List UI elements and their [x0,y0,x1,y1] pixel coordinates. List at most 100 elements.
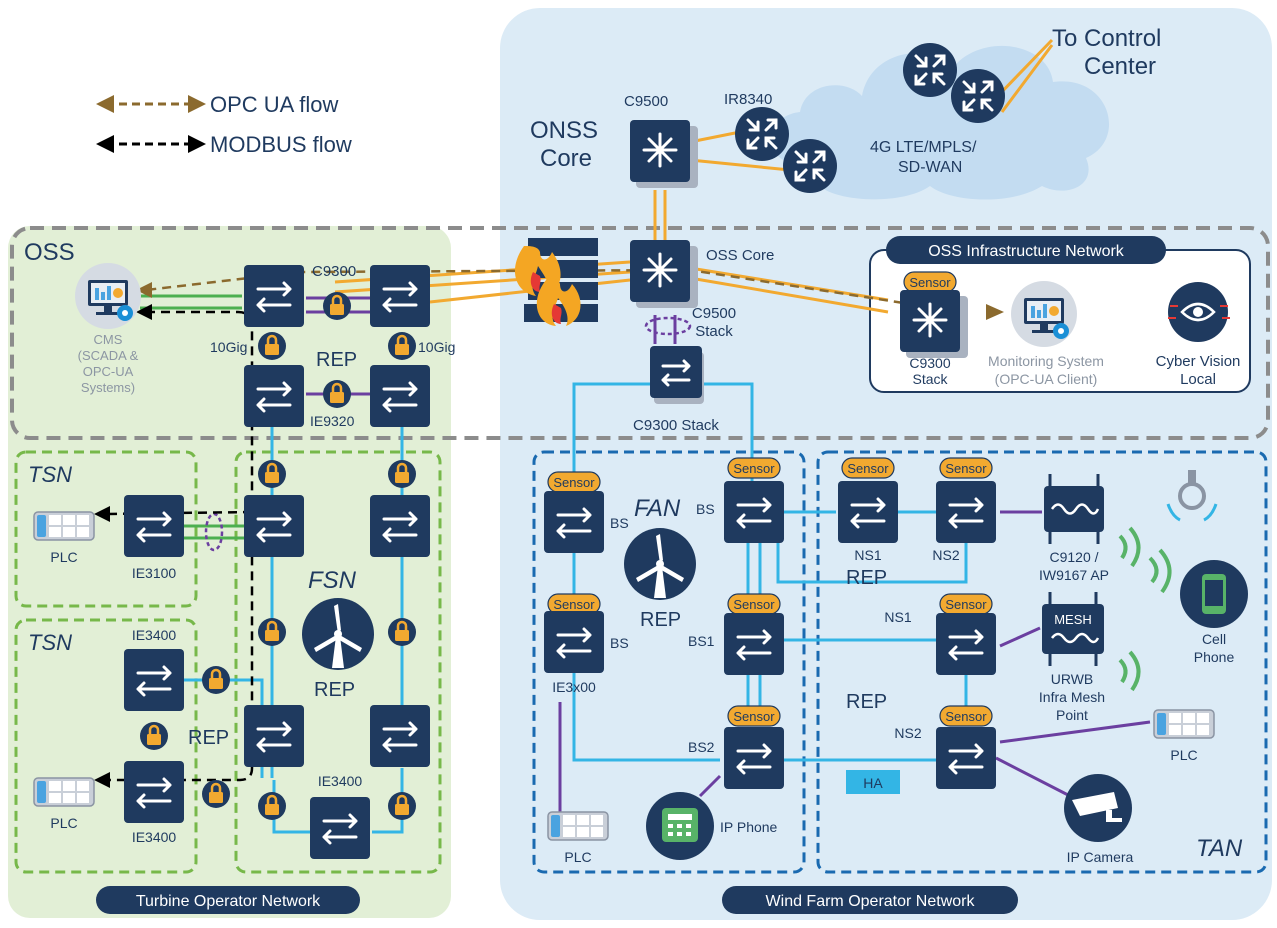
c9300-stack-label: C9300 Stack [633,417,719,434]
fsn-ie3400-label: IE3400 [318,773,363,789]
tsn-lag-ellipse [204,512,224,552]
fan-sensor-label-1: Sensor [553,475,595,490]
ie3x00-label: IE3x00 [552,679,596,695]
tsn2-plc-label: PLC [50,815,77,831]
modbus-arrow-plc1 [94,506,110,522]
fan-bs-switch-mid-left[interactable] [542,609,606,675]
fan-turbine-icon [624,528,696,600]
fan-bs-mid-left-label: BS [610,635,629,651]
tsn2-ie3400-switch-bottom[interactable] [122,759,186,825]
oss-core-switch[interactable] [628,238,700,310]
monitoring-system-icon[interactable] [1011,281,1077,347]
c9300-stack-switch[interactable] [648,344,706,406]
gig-right-label: 10Gig [418,339,455,355]
fsn-lock-top-left [256,458,288,490]
fsn-lock-mid-left [256,616,288,648]
monitoring-label-1: Monitoring System [988,353,1104,369]
fsn-lock-bottom-right [386,790,418,822]
ap-label-1: C9120 / [1049,549,1098,565]
ap-label-2: IW9167 AP [1039,567,1109,583]
tan-sensor-label-2: Sensor [945,461,987,476]
oss-lock-c9300 [321,290,353,322]
legend: OPC UA flow MODBUS flow [96,92,352,157]
wan-router-1[interactable] [901,41,959,99]
tan-ns2-bottom-switch[interactable] [934,725,998,791]
modbus-arrow-plc2 [94,772,110,788]
cms-label-1: CMS [94,332,123,347]
tsn1-plc[interactable] [33,511,95,541]
fsn-switch-mid-right[interactable] [368,703,432,769]
sensor-device-icon [1166,470,1218,522]
wifi-signal-icon [1118,526,1172,692]
fsn-switch-bottom[interactable] [308,795,372,861]
fan-bs-switch-top-left[interactable] [542,489,606,555]
tsn1-plc-label: PLC [50,549,77,565]
c9300-label: C9300 [312,263,356,280]
fsn-switch-top-right[interactable] [368,493,432,559]
mesh-point-icon[interactable] [1042,592,1104,666]
fan-bs-switch-top-right[interactable] [722,479,786,545]
to-control-label: To Control [1052,25,1161,52]
tsn1-title: TSN [28,462,72,487]
c9500-core-switch[interactable] [628,118,700,190]
legend-modbus-head-right [188,135,206,153]
ip-camera-icon[interactable] [1064,774,1132,842]
purple-links [306,296,1151,820]
cms-icon[interactable] [75,263,141,329]
fsn-lock-bottom-left [256,790,288,822]
tsn2-plc[interactable] [33,777,95,807]
tan-sensor-label-3: Sensor [945,597,987,612]
wan-router-2[interactable] [949,67,1007,125]
infra-sensor-label: Sensor [909,275,951,290]
ie3100-switch[interactable] [122,493,186,559]
cms-links [140,294,244,540]
ip-phone-icon[interactable] [646,792,714,860]
cyber-vision-icon[interactable] [1168,282,1230,342]
fan-bs1-label: BS1 [688,633,715,649]
legend-modbus-label: MODBUS flow [210,132,352,157]
fan-bs-top-right-label: BS [696,501,715,517]
ir8340-router-1[interactable] [733,105,791,163]
legend-opc-head-right [188,95,206,113]
tan-ns1-mid-switch[interactable] [934,611,998,677]
oss-border [10,226,1270,440]
fsn-border [234,450,442,874]
tan-plc[interactable] [1153,709,1215,739]
modbus-arrow-cms [136,304,152,320]
legend-opc-head-left [96,95,114,113]
c9300-switch-right[interactable] [368,263,432,329]
ie9320-switch-left[interactable] [242,363,306,429]
onss-label-1: ONSS [530,117,598,144]
infra-title-pill [886,236,1166,264]
tsn2-ie3400-bottom-label: IE3400 [132,829,177,845]
c9500-label: C9500 [624,93,668,110]
c9300-infra-stack-switch[interactable] [898,288,970,360]
fan-bs2-switch[interactable] [722,725,786,791]
fan-bs1-switch[interactable] [722,611,786,677]
fsn-turbine-icon [302,598,374,670]
cloud-label-1: 4G LTE/MPLS/ [870,139,977,156]
cloud-label-2: SD-WAN [898,159,962,176]
ie9320-switch-right[interactable] [368,363,432,429]
wan-cloud [771,45,1110,200]
ir8340-router-2[interactable] [781,137,839,195]
tan-ns2-top-switch[interactable] [934,479,998,545]
fan-border [532,450,806,874]
infra-c9300-label-1: C9300 [909,355,950,371]
tsn2-title: TSN [28,630,72,655]
access-point-icon[interactable] [1044,474,1104,544]
fan-plc[interactable] [547,811,609,841]
urwb-label-1: URWB [1051,671,1094,687]
fsn-switch-mid-left[interactable] [242,703,306,769]
fan-sensor-label-4: Sensor [733,597,775,612]
cell-phone-icon[interactable] [1180,560,1248,628]
tsn2-ie3400-switch-top[interactable] [122,647,186,713]
center-label: Center [1084,53,1156,80]
c9300-switch-left[interactable] [242,263,306,329]
fsn-switch-top-left[interactable] [242,493,306,559]
tan-border [816,450,1268,874]
cyber-vision-label-2: Local [1180,371,1216,388]
ie3100-label: IE3100 [132,565,177,581]
tan-ns1-top-switch[interactable] [836,479,900,545]
fsn-title: FSN [308,567,357,594]
